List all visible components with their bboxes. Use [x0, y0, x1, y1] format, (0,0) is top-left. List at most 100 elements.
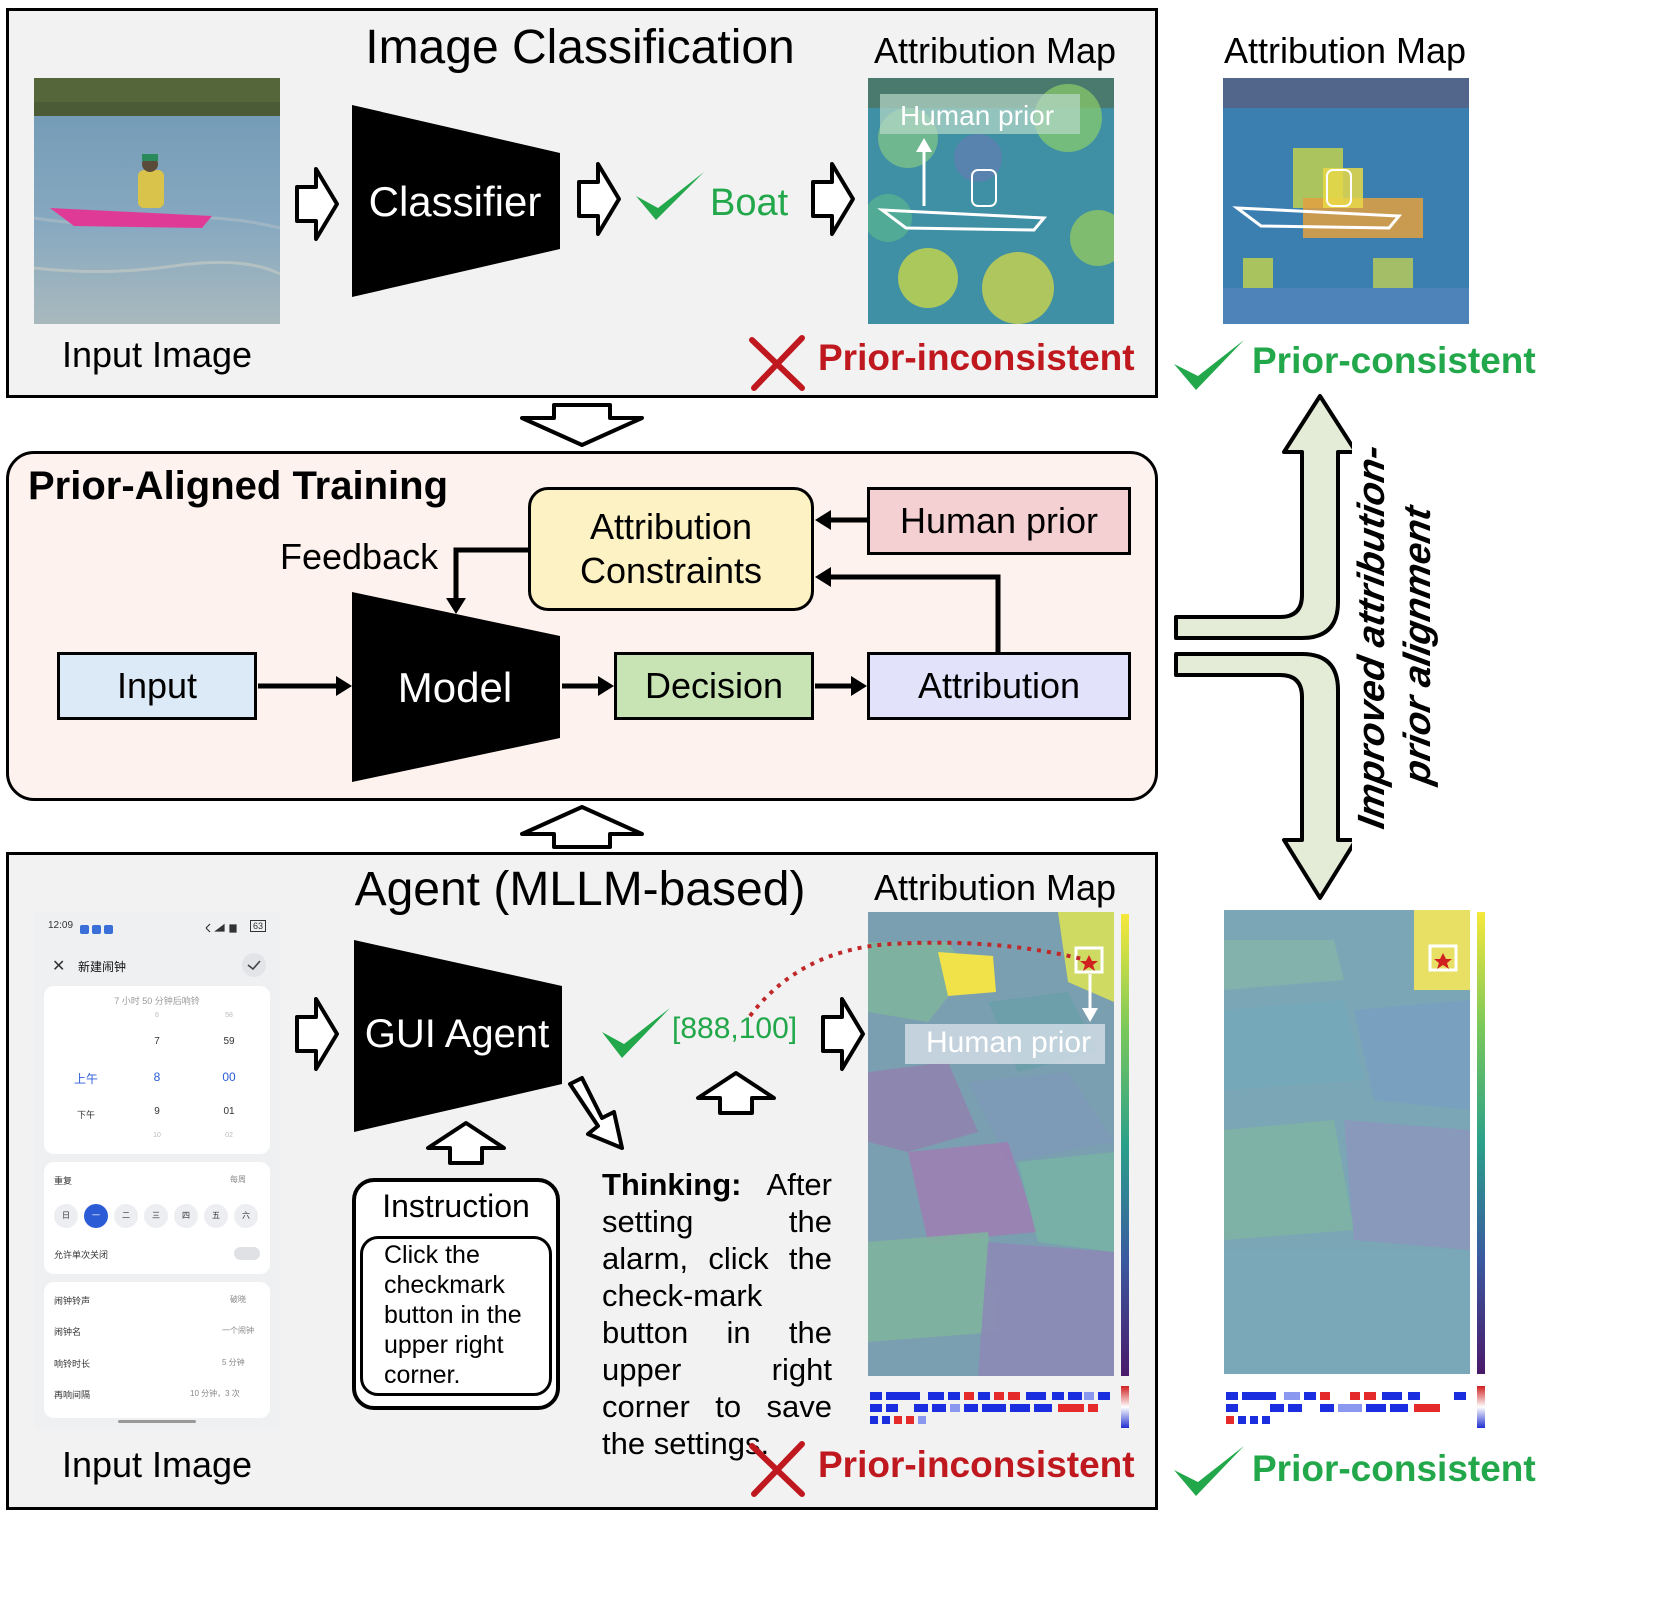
picker-r3-c0[interactable]: 下午: [76, 1110, 95, 1120]
thinking-block: Thinking: After setting the alarm, click…: [602, 1166, 832, 1462]
cross-icon-bottom: [749, 1441, 805, 1497]
feedback-label: Feedback: [280, 536, 439, 577]
model-label: Model: [397, 664, 513, 711]
input-box: Input: [57, 652, 257, 720]
phone-header-card: [44, 950, 270, 984]
picker-r4-c2[interactable]: 02: [225, 1132, 233, 1139]
hollow-arrow-4: [295, 997, 339, 1071]
row-name-label[interactable]: 闹钟名: [54, 1327, 82, 1337]
bottom-input-caption: Input Image: [61, 1444, 253, 1485]
input-image-kayak: [34, 78, 280, 324]
weekday-wed[interactable]: 三: [144, 1204, 168, 1228]
close-icon[interactable]: ✕: [52, 958, 66, 975]
status-battery: 63: [250, 920, 267, 932]
constraints-line2: Constraints: [579, 550, 763, 591]
attribution-map-consistent-top: [1223, 78, 1469, 324]
picker-r2-c1[interactable]: 8: [153, 1070, 161, 1084]
top-human-prior-tag: Human prior: [900, 100, 1055, 131]
status-time: 12:09: [48, 920, 74, 931]
instruction-inner-box: [360, 1236, 552, 1396]
checkmark-button[interactable]: [242, 953, 266, 977]
status-icons: [80, 921, 114, 934]
weekday-sun[interactable]: 日: [54, 1204, 78, 1228]
constraints-line1: Attribution: [589, 506, 753, 547]
hollow-arrow-up-instruction: [426, 1121, 506, 1165]
top-right-verdict: Prior-consistent: [1252, 340, 1536, 381]
weekday-fri[interactable]: 五: [204, 1204, 228, 1228]
weekday-sat[interactable]: 六: [234, 1204, 258, 1228]
top-input-caption: Input Image: [61, 334, 253, 375]
row-duration-label[interactable]: 响铃时长: [54, 1359, 91, 1369]
training-flow-arrows: [258, 510, 1001, 696]
hollow-arrow-1: [295, 167, 339, 241]
picker-r4-c1[interactable]: 10: [153, 1132, 161, 1139]
cross-icon-top: [749, 335, 805, 391]
alignment-branch-arrow: [1174, 394, 1352, 900]
instruction-text: Click the checkmark button in the upper …: [384, 1241, 522, 1389]
alignment-line1: Improved attribution-: [1351, 442, 1393, 832]
thinking-label: Thinking:: [602, 1167, 742, 1202]
bottom-verdict: Prior-inconsistent: [818, 1444, 1135, 1485]
attribution-constraints-box: Attribution Constraints: [528, 487, 814, 611]
weekday-row: 日 一 二 三 四 五 六: [54, 1204, 266, 1228]
check-icon-agent: [602, 1008, 670, 1058]
hollow-arrow-up: [520, 805, 644, 849]
checkmark-icon: [247, 960, 261, 971]
repeat-label: 重复: [54, 1176, 73, 1186]
classifier-label: Classifier: [368, 178, 542, 225]
hollow-arrow-down: [520, 403, 644, 447]
gui-map-colorbar: [1121, 914, 1129, 1376]
gui-agent-label: GUI Agent: [364, 1012, 550, 1056]
settings-card: [44, 1282, 270, 1418]
top-attribution-map-label: Attribution Map: [873, 30, 1117, 71]
top-right-attribution-map-label: Attribution Map: [1223, 30, 1467, 71]
human-prior-box: Human prior: [867, 487, 1131, 555]
gui-map-colorbar-right: [1477, 912, 1485, 1374]
gui-attribution-map-inconsistent: Human prior: [868, 912, 1114, 1376]
check-icon: [636, 172, 704, 220]
row-ringtone-label[interactable]: 闹钟铃声: [54, 1296, 91, 1306]
prediction-link-dotted: [748, 940, 1087, 1018]
row-duration-value[interactable]: 5 分钟: [222, 1358, 245, 1367]
status-signal-icon: [204, 920, 244, 938]
picker-r0-c2[interactable]: 58: [225, 1012, 233, 1019]
bottom-human-prior-tag: Human prior: [926, 1026, 1092, 1059]
classification-title: Image Classification: [365, 21, 795, 74]
allow-close-label: 允许单次关闭: [54, 1250, 109, 1260]
home-indicator: [118, 1420, 196, 1423]
row-snooze-value[interactable]: 10 分钟，3 次: [190, 1389, 240, 1398]
attribution-map-inconsistent: Human prior: [868, 78, 1114, 324]
model-trapezoid: [352, 592, 560, 782]
instruction-title: Instruction: [382, 1188, 530, 1224]
token-attribution-strip: [868, 1390, 1114, 1428]
row-snooze-label[interactable]: 再响间隔: [54, 1390, 91, 1400]
thinking-text: After setting the alarm, click the check…: [602, 1167, 832, 1461]
picker-r2-c0[interactable]: 上午: [73, 1072, 98, 1086]
token-colorbar-right: [1477, 1386, 1485, 1428]
repeat-value[interactable]: 每周: [230, 1175, 246, 1184]
check-icon-top-right: [1174, 340, 1244, 390]
bottom-attribution-map-label: Attribution Map: [873, 867, 1117, 908]
picker-r3-c1[interactable]: 9: [154, 1106, 160, 1117]
phone-screenshot: 12:09 63 ✕ 新建闹钟 7 小时 50 分钟后响铃 6 58 7 59 …: [34, 912, 280, 1428]
picker-r2-c2[interactable]: 00: [222, 1070, 236, 1084]
row-ringtone-value[interactable]: 破晓: [230, 1295, 246, 1304]
instruction-box: [352, 1178, 560, 1410]
weekday-tue[interactable]: 二: [114, 1204, 138, 1228]
classifier-trapezoid: [352, 105, 560, 297]
hollow-arrow-diag: [568, 1076, 624, 1150]
countdown-text: 7 小时 50 分钟后响铃: [114, 996, 200, 1006]
picker-r0-c1[interactable]: 6: [155, 1012, 159, 1019]
decision-box: Decision: [614, 652, 814, 720]
bottom-right-verdict: Prior-consistent: [1252, 1448, 1536, 1489]
attribution-box: Attribution: [867, 652, 1131, 720]
picker-r1-c2[interactable]: 59: [223, 1036, 235, 1047]
row-name-value[interactable]: 一个闹钟: [222, 1326, 254, 1335]
picker-r1-c1[interactable]: 7: [154, 1036, 160, 1047]
weekday-thu[interactable]: 四: [174, 1204, 198, 1228]
picker-r3-c2[interactable]: 01: [223, 1106, 235, 1117]
weekday-mon[interactable]: 一: [84, 1204, 108, 1228]
hollow-arrow-2: [577, 162, 621, 236]
allow-close-toggle[interactable]: [234, 1247, 260, 1260]
hollow-arrow-3: [811, 162, 855, 236]
